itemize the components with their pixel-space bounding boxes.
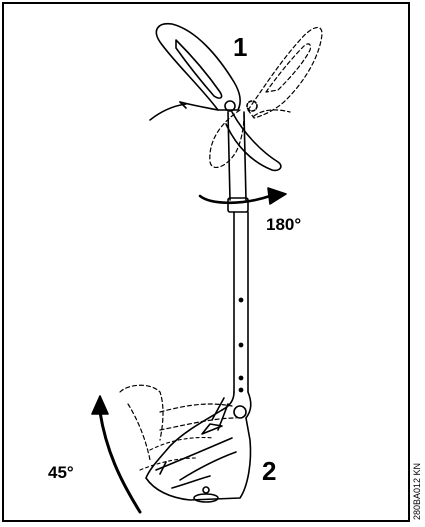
motor-head (145, 391, 252, 503)
figure-frame (2, 2, 410, 522)
rotation-angle-label: 180° (266, 215, 302, 234)
tilt-angle-label: 45° (48, 463, 74, 482)
step-2-label: 2 (262, 456, 277, 486)
handle-ghost (209, 26, 323, 169)
guard-lines (139, 437, 215, 471)
shaft (227, 111, 249, 393)
head-ghost (119, 384, 237, 461)
handle-main (149, 22, 282, 172)
step-1-label: 1 (233, 32, 248, 62)
tilt-arrow (91, 395, 142, 514)
figure-code: 280BA012 KN (412, 462, 422, 520)
rotation-arrow (198, 187, 287, 205)
